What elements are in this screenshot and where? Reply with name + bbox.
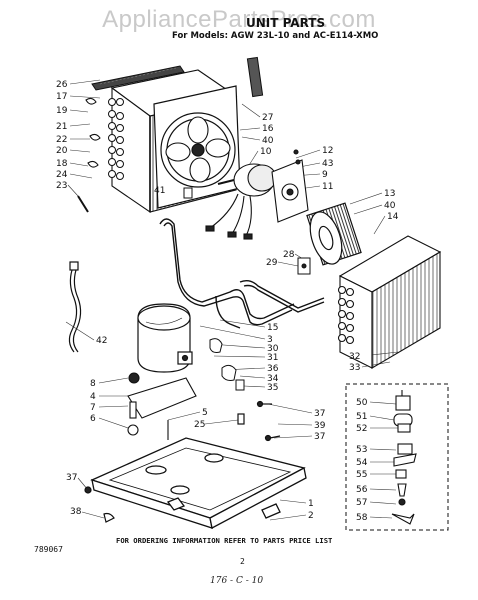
callout: 29 — [266, 258, 278, 268]
callout: 30 — [267, 344, 279, 354]
base-fasteners — [84, 486, 115, 523]
callout: 1 — [308, 499, 314, 509]
callout: 18 — [56, 159, 68, 169]
clip-part — [183, 187, 193, 199]
callout: 8 — [90, 379, 96, 389]
callout: 43 — [322, 159, 333, 169]
callout: 9 — [322, 170, 328, 180]
base-pan — [90, 437, 307, 529]
electrical-parts-box — [345, 383, 449, 531]
callout: 40 — [262, 136, 274, 146]
side-strip — [246, 56, 264, 98]
callout: 10 — [260, 147, 272, 157]
callout: 52 — [356, 424, 367, 434]
fan-shroud — [153, 85, 241, 209]
callout: 50 — [356, 398, 368, 408]
top-rail — [91, 65, 185, 91]
callout: 56 — [356, 485, 368, 495]
callout: 7 — [90, 403, 96, 413]
motor-bracket — [271, 149, 309, 223]
compressor-mount — [127, 372, 197, 440]
ordering-notice: FOR ORDERING INFORMATION REFER TO PARTS … — [116, 536, 333, 545]
callout: 55 — [356, 470, 367, 480]
callout: 33 — [349, 363, 360, 373]
callout: 15 — [267, 323, 278, 333]
callout: 11 — [322, 182, 333, 192]
terminal-cover-parts — [209, 338, 245, 391]
callout: 51 — [356, 412, 367, 422]
callout: 40 — [384, 201, 396, 211]
handwritten-note: 176 - C - 10 — [210, 576, 263, 586]
refrigerant-tubing — [159, 218, 325, 329]
callout: 5 — [202, 408, 208, 418]
callout-numbers: 26 17 19 21 22 20 18 24 23 27 16 40 10 4… — [56, 80, 399, 523]
compressor — [137, 303, 193, 373]
callout: 32 — [349, 352, 360, 362]
screws-group — [237, 400, 281, 442]
models-subtitle: For Models: AGW 23L-10 and AC-E114-XMO — [172, 31, 379, 41]
callout: 58 — [356, 513, 368, 523]
diagram-title: UNIT PARTS — [246, 16, 326, 30]
callout: 24 — [56, 170, 68, 180]
callout: 4 — [90, 392, 96, 402]
callout: 2 — [308, 511, 314, 521]
blower-wheel — [306, 202, 362, 266]
callout: 17 — [56, 92, 67, 102]
callout: 26 — [56, 80, 68, 90]
callout: 39 — [314, 421, 326, 431]
callout: 3 — [267, 335, 273, 345]
watermark: AppliancePartsPros.com — [102, 6, 376, 33]
callout: 54 — [356, 458, 368, 468]
callout: 53 — [356, 445, 367, 455]
callout: 34 — [267, 374, 279, 384]
bracket-28 — [297, 257, 311, 275]
callout: 21 — [56, 122, 67, 132]
callout: 31 — [267, 353, 278, 363]
callout: 28 — [283, 250, 295, 260]
callout: 16 — [262, 124, 274, 134]
callout: 23 — [56, 181, 67, 191]
callout: 20 — [56, 146, 68, 156]
callout: 13 — [384, 189, 395, 199]
reference-number: 789067 — [34, 545, 63, 554]
callout: 14 — [387, 212, 399, 222]
callout: 57 — [356, 498, 367, 508]
callout: 35 — [267, 383, 278, 393]
page-number: 2 — [240, 557, 245, 566]
callout: 27 — [262, 113, 273, 123]
power-cord — [68, 261, 82, 353]
callout: 25 — [194, 420, 205, 430]
callout: 12 — [322, 146, 333, 156]
callout: 22 — [56, 135, 67, 145]
callout: 36 — [267, 364, 279, 374]
callout: 38 — [70, 507, 82, 517]
callout: 19 — [56, 106, 68, 116]
callout: 37 — [314, 409, 325, 419]
callout: 41 — [154, 186, 165, 196]
evaporator-coil — [337, 235, 442, 369]
callout: 42 — [96, 336, 107, 346]
callout: 37 — [314, 432, 325, 442]
callout: 37 — [66, 473, 77, 483]
callout: 6 — [90, 414, 96, 424]
